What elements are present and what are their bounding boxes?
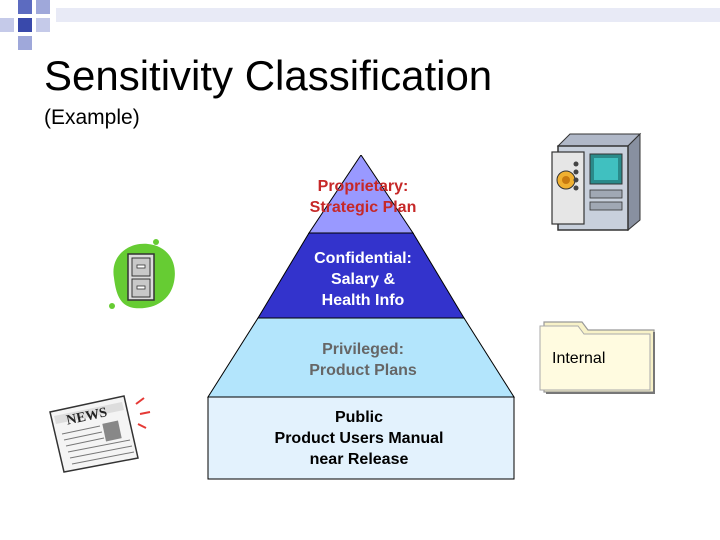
file-cabinet-icon [109,239,175,309]
tier-label-privileged: Privileged: Product Plans [309,341,417,379]
tier-label-public: Public Product Users Manual near Release [274,409,444,468]
safe-icon [551,132,642,232]
slide-subtitle: (Example) [44,106,140,129]
folder-icon [539,321,655,394]
slide-title: Sensitivity Classification [44,52,493,99]
newspaper-icon: NEWS [49,395,151,473]
tier-label-confidential: Confidential: Salary & Health Info [314,250,412,309]
classification-pyramid [207,155,515,480]
folder-label-internal: Internal [552,350,606,367]
tier-label-proprietary: Proprietary: Strategic Plan [309,178,417,216]
corner-decoration [0,0,720,50]
